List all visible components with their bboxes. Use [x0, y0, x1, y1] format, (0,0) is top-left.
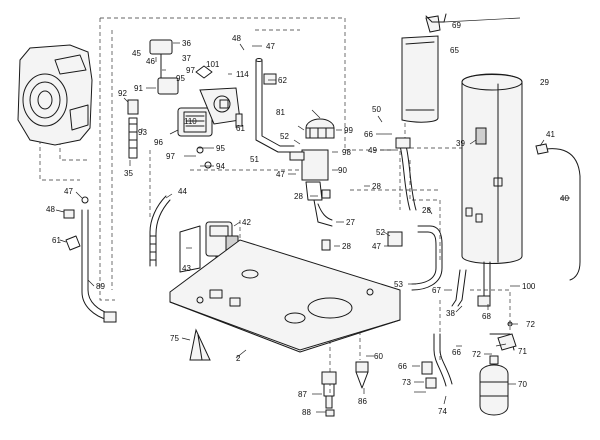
heat-exchanger	[17, 44, 93, 146]
hydraulic-block	[289, 118, 335, 227]
callout-49: 49	[368, 146, 377, 155]
hot-water-cylinder	[461, 73, 523, 264]
callout-67: 67	[432, 286, 441, 295]
callout-38: 38	[446, 309, 455, 318]
callout-87: 87	[298, 390, 307, 399]
lower-right-pipes	[421, 333, 515, 389]
callout-93: 93	[138, 128, 147, 137]
callout-36: 36	[182, 39, 191, 48]
pipe-53	[387, 225, 443, 291]
left-fittings	[63, 196, 89, 251]
pipe-49	[395, 137, 417, 211]
callout-89: 89	[96, 282, 105, 291]
callout-91: 91	[134, 84, 143, 93]
callout-45: 45	[132, 49, 141, 58]
callout-86: 86	[358, 397, 367, 406]
callout-74: 74	[438, 407, 447, 416]
callout-99: 99	[344, 126, 353, 135]
callout-68: 68	[482, 312, 491, 321]
callout-61: 61	[52, 236, 61, 245]
callout-95: 95	[176, 74, 185, 83]
callout-47: 47	[276, 170, 285, 179]
callout-75: 75	[170, 334, 179, 343]
callout-70: 70	[518, 380, 527, 389]
callout-94: 94	[216, 162, 225, 171]
pipe-89	[81, 209, 117, 323]
callout-97: 97	[186, 66, 195, 75]
callout-73: 73	[402, 378, 411, 387]
callout-97: 97	[166, 152, 175, 161]
callout-61: 61	[236, 124, 245, 133]
bracket-75	[189, 328, 211, 361]
base-plate	[169, 239, 401, 353]
callout-71: 71	[518, 347, 527, 356]
callout-110: 110	[184, 117, 197, 126]
callout-43: 43	[182, 264, 191, 273]
callout-35: 35	[124, 169, 133, 178]
callout-96: 96	[154, 138, 163, 147]
callout-47: 47	[372, 242, 381, 251]
callout-40: 40	[560, 194, 569, 203]
callout-100: 100	[522, 282, 536, 291]
expansion-vessel	[401, 15, 441, 123]
callout-47: 47	[266, 42, 275, 51]
callout-101: 101	[206, 60, 220, 69]
callout-42: 42	[242, 218, 251, 227]
callout-29: 29	[540, 78, 549, 87]
clip-69	[425, 13, 447, 23]
callout-47: 47	[64, 187, 73, 196]
vessel-70	[479, 355, 509, 416]
callout-52: 52	[280, 132, 289, 141]
callout-65: 65	[450, 46, 459, 55]
sensor-cable	[535, 143, 581, 281]
vertical-pipe-51	[255, 58, 295, 153]
callout-39: 39	[456, 139, 465, 148]
callout-66: 66	[398, 362, 407, 371]
callout-69: 69	[452, 21, 461, 30]
callout-44: 44	[178, 187, 187, 196]
callout-53: 53	[394, 280, 403, 289]
callout-88: 88	[302, 408, 311, 417]
callout-114: 114	[236, 70, 249, 79]
callout-28: 28	[294, 192, 303, 201]
callout-62: 62	[278, 76, 287, 85]
callout-28: 28	[422, 206, 431, 215]
callout-60: 60	[374, 352, 383, 361]
callout-37: 37	[182, 54, 191, 63]
callout-48: 48	[232, 34, 241, 43]
callout-28: 28	[342, 242, 351, 251]
pump-fittings	[127, 65, 243, 169]
leader-lines	[55, 17, 570, 413]
callout-2: 2	[236, 354, 241, 363]
callout-92: 92	[118, 89, 127, 98]
callout-72: 72	[472, 350, 481, 359]
callout-95: 95	[216, 144, 225, 153]
callout-51: 51	[250, 155, 259, 164]
callout-50: 50	[372, 105, 381, 114]
tube-100	[451, 261, 491, 307]
callout-46: 46	[146, 57, 155, 66]
callout-66: 66	[452, 348, 461, 357]
callout-28: 28	[372, 182, 381, 191]
callout-81: 81	[276, 108, 285, 117]
callout-98: 98	[342, 148, 351, 157]
fitting-71	[497, 321, 517, 351]
callout-27: 27	[346, 218, 355, 227]
callout-66: 66	[364, 130, 373, 139]
callout-41: 41	[546, 130, 555, 139]
callout-90: 90	[338, 166, 347, 175]
lower-valves	[321, 361, 369, 417]
callout-48: 48	[46, 205, 55, 214]
callout-72: 72	[526, 320, 535, 329]
callout-52: 52	[376, 228, 385, 237]
callout-labels: 2 27 28 28 28 28 29 35 36 37 38 39 40 41…	[46, 21, 569, 417]
pipe-44	[149, 195, 171, 267]
pipe-27	[317, 189, 333, 251]
